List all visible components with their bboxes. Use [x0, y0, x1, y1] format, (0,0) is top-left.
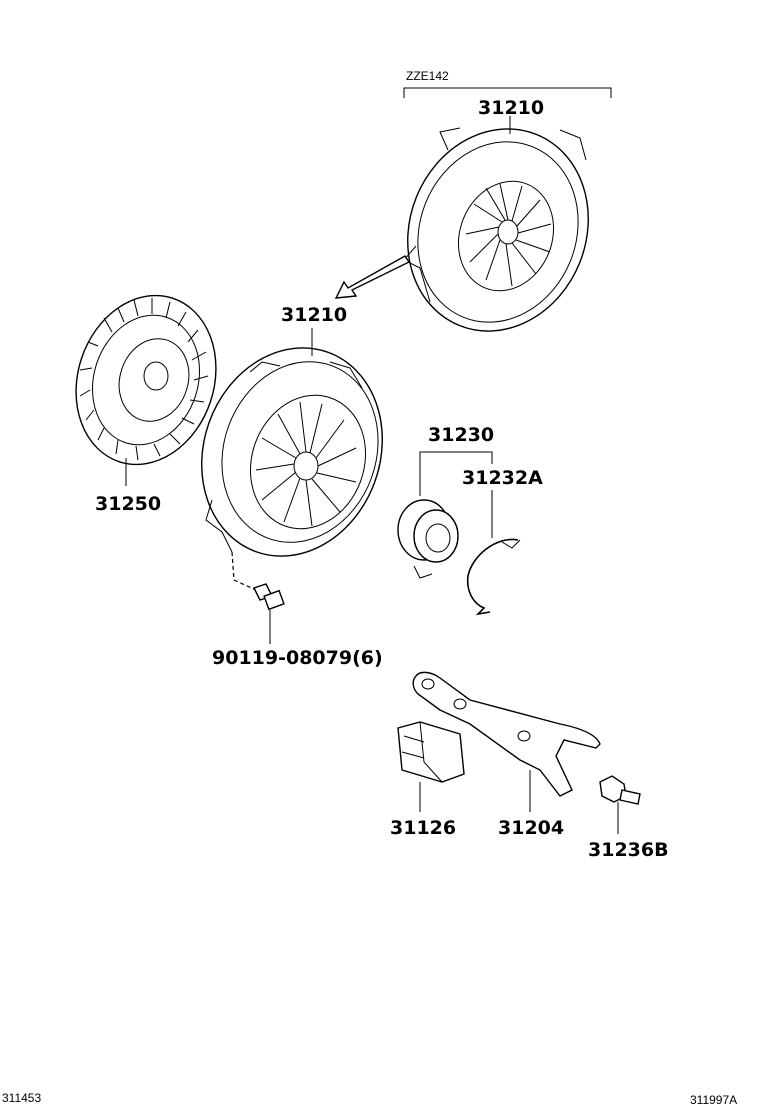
- part-label-31230: 31230: [428, 424, 494, 446]
- variant-arrow-icon: [334, 255, 411, 299]
- bolt-drawing: [231, 551, 285, 611]
- boot-drawing: [397, 721, 465, 783]
- clutch-cover-drawing: [201, 347, 383, 557]
- footer-left-code: 311453: [2, 1091, 41, 1105]
- clutch-disc-drawing: [75, 294, 217, 466]
- part-label-31126: 31126: [390, 817, 456, 839]
- part-label-31204: 31204: [498, 817, 564, 839]
- pivot-drawing: [599, 775, 641, 805]
- part-label-31232A: 31232A: [462, 467, 543, 489]
- part-label-bolt: 90119-08079(6): [212, 647, 383, 669]
- variant-note: ZZE142: [406, 69, 449, 83]
- release-fork-drawing: [412, 671, 601, 797]
- part-label-31236B: 31236B: [588, 839, 669, 861]
- clutch-cover-upper-drawing: [403, 127, 589, 332]
- footer-right-code: 311997A: [690, 1093, 737, 1107]
- part-label-31210: 31210: [281, 304, 347, 326]
- part-label-31210-upper: 31210: [478, 97, 544, 119]
- part-label-31250: 31250: [95, 493, 161, 515]
- clip-drawing: [466, 538, 519, 616]
- release-bearing-drawing: [397, 499, 459, 579]
- variant-bracket: ZZE142: [403, 69, 612, 98]
